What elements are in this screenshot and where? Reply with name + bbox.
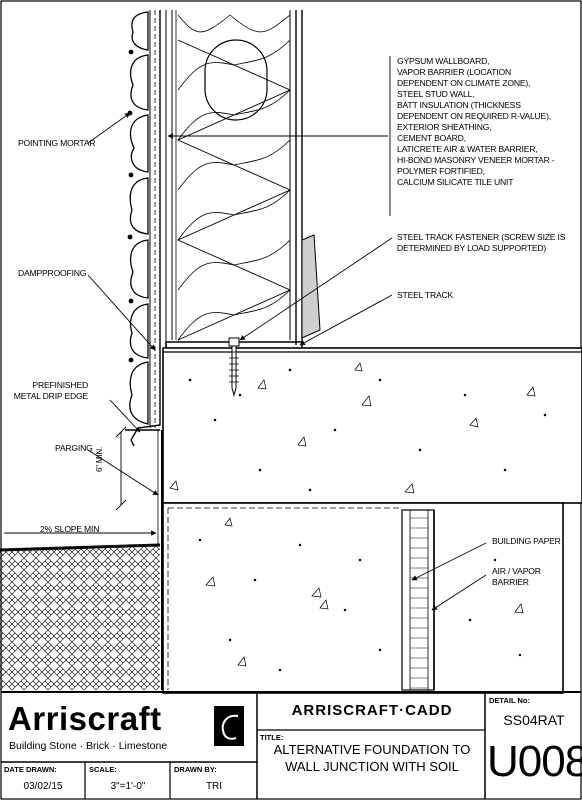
- note-line: VAPOR BARRIER (LOCATION: [397, 67, 511, 77]
- title-block-grid: [1, 691, 581, 799]
- concrete-wall-lower: [162, 502, 564, 694]
- title-line: WALL JUNCTION WITH SOIL: [285, 759, 459, 774]
- steel-track-note: STEEL TRACK: [397, 290, 454, 300]
- note-line: DEPENDENT ON CLIMATE ZONE),: [397, 78, 531, 88]
- parging-note: PARGING: [55, 443, 93, 453]
- note-line: AIR / VAPOR: [492, 566, 541, 576]
- drip-edge-note: PREFINISHED METAL DRIP EDGE: [10, 380, 88, 402]
- detail-number: U008: [487, 737, 582, 786]
- parging-line: [157, 430, 163, 690]
- note-line: DEPENDENT ON REQUIRED R-VALUE),: [397, 111, 551, 121]
- fastener-note: STEEL TRACK FASTENER (SCREW SIZE IS DETE…: [397, 232, 565, 254]
- track-fastener: [228, 337, 240, 397]
- min-dimension: [115, 426, 127, 511]
- veneer-backing: [149, 10, 156, 428]
- note-line: BATT INSULATION (THICKNESS: [397, 100, 521, 110]
- date-label: DATE DRAWN:: [4, 765, 57, 774]
- detail-label: DETAIL No:: [489, 696, 530, 705]
- concrete-aggregate: [169, 362, 547, 672]
- note-line: METAL DRIP EDGE: [13, 391, 88, 401]
- soil-area: [0, 543, 161, 690]
- drawing-title: ALTERNATIVE FOUNDATION TO WALL JUNCTION …: [262, 741, 482, 775]
- logo-name: Arriscraft: [8, 700, 162, 737]
- baseboard: [301, 234, 321, 339]
- note-line: STEEL STUD WALL,: [397, 89, 475, 99]
- note-line: CEMENT BOARD,: [397, 133, 466, 143]
- logo-mark: [214, 706, 244, 746]
- note-line: PREFINISHED: [32, 380, 88, 390]
- note-line: DETERMINED BY LOAD SUPPORTED): [397, 243, 547, 253]
- logo-tagline: Building Stone · Brick · Limestone: [9, 740, 168, 752]
- drawn-by-value: TRI: [205, 781, 223, 792]
- pointing-mortar-note: POINTING MORTAR: [18, 138, 96, 148]
- note-line: BARRIER: [492, 577, 529, 587]
- dampproofing-note: DAMPPROOFING: [18, 268, 87, 278]
- title-line: ALTERNATIVE FOUNDATION TO: [273, 742, 471, 757]
- date-value: 03/02/15: [23, 781, 63, 792]
- scale-label: SCALE:: [89, 765, 117, 774]
- note-line: LATICRETE AIR & WATER BARRIER,: [397, 144, 538, 154]
- note-line: GYPSUM WALLBOARD,: [397, 56, 490, 66]
- concrete-slab-upper: [162, 347, 582, 504]
- note-line: HI-BOND MASONRY VENEER MORTAR -: [397, 155, 555, 165]
- company-name: ARRISCRAFT·CADD: [291, 702, 453, 719]
- note-line: EXTERIOR SHEATHING,: [397, 122, 492, 132]
- scale-value: 3"=1'-0": [110, 781, 146, 792]
- title-label: TITLE:: [260, 733, 284, 742]
- building-paper-note: BUILDING PAPER: [492, 536, 561, 546]
- drawn-by-label: DRAWN BY:: [174, 765, 217, 774]
- air-vapor-note: AIR / VAPOR BARRIER: [492, 566, 541, 588]
- note-line: CALCIUM SILICATE TILE UNIT: [397, 177, 514, 187]
- note-line: STEEL TRACK FASTENER (SCREW SIZE IS: [397, 232, 566, 242]
- min-dimension-label: 6" MIN.: [95, 447, 104, 472]
- leader-lines: [4, 56, 487, 611]
- note-line: POLYMER FORTIFIED,: [397, 166, 485, 176]
- detail-code: SS04RAT: [503, 712, 565, 728]
- interior-finish-lower: [401, 509, 435, 691]
- slope-note: 2% SLOPE MIN: [40, 524, 100, 534]
- stud-wall: [159, 10, 303, 348]
- wall-layers-note: GYPSUM WALLBOARD, VAPOR BARRIER (LOCATIO…: [397, 56, 555, 188]
- tile-veneer: [129, 11, 149, 425]
